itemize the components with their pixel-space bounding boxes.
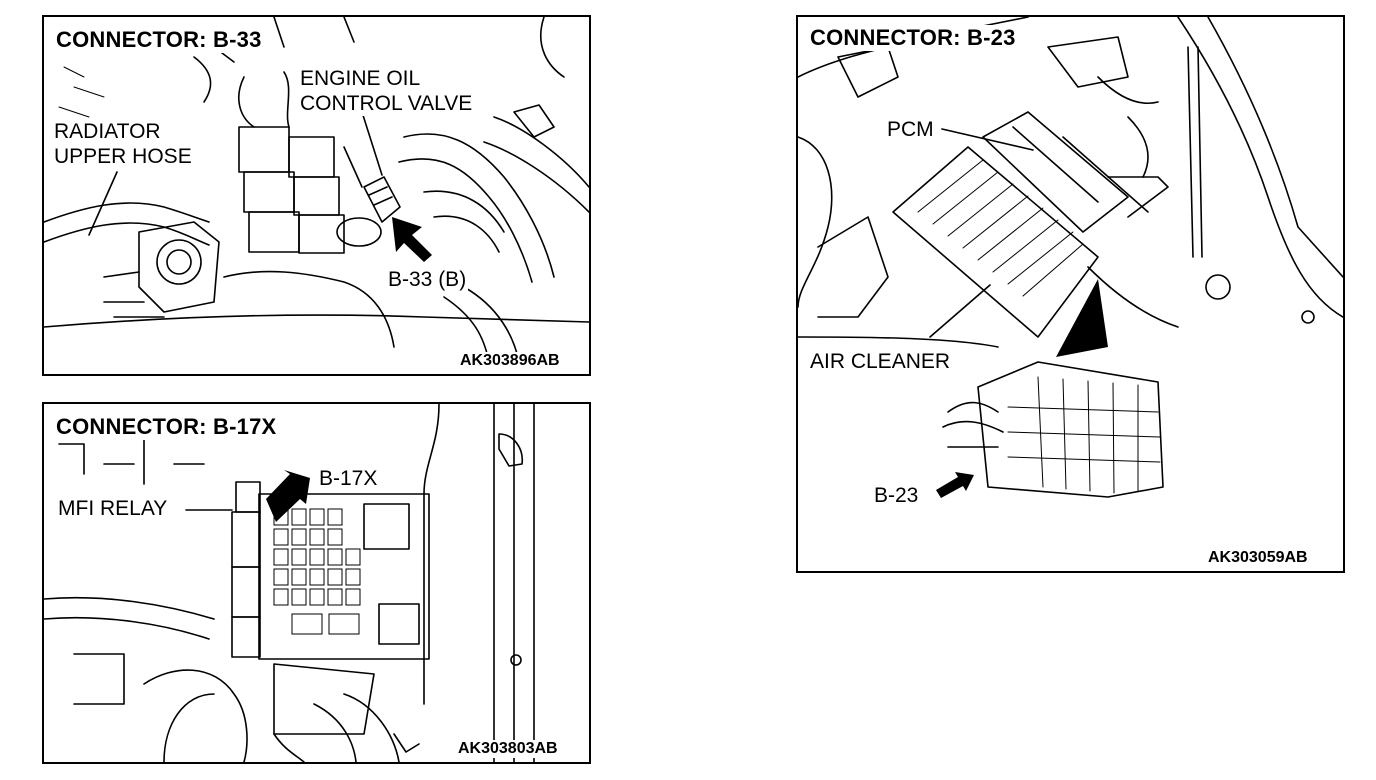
- radiator-label: RADIATOR: [52, 119, 163, 144]
- panel-title: CONNECTOR: B-33: [54, 27, 264, 53]
- mfi-relay-label: MFI RELAY: [56, 496, 170, 521]
- panel-title: CONNECTOR: B-17X: [54, 414, 279, 440]
- figure-code: AK303896AB: [458, 352, 562, 370]
- b23-connector-label: B-23: [872, 483, 921, 508]
- engine-oil-label: ENGINE OIL: [298, 66, 423, 91]
- relay-box-illustration-b17x: [44, 404, 535, 762]
- figure-code: AK303059AB: [1206, 549, 1310, 567]
- b17x-connector-label: B-17X: [317, 466, 380, 491]
- connector-b23-panel: CONNECTOR: B-23 PCM AIR CLEANER B-23 AK3…: [796, 15, 1345, 573]
- connector-b17x-panel: CONNECTOR: B-17X B-17X MFI RELAY AK30380…: [42, 402, 591, 764]
- connector-b33-panel: CONNECTOR: B-33 ENGINE OIL CONTROL VALVE…: [42, 15, 591, 376]
- b33-connector-label: B-33 (B): [386, 267, 469, 292]
- upper-hose-label: UPPER HOSE: [52, 144, 194, 169]
- panel-title: CONNECTOR: B-23: [808, 25, 1018, 51]
- figure-code: AK303803AB: [456, 740, 560, 758]
- air-cleaner-label: AIR CLEANER: [808, 349, 953, 374]
- control-valve-label: CONTROL VALVE: [298, 91, 475, 116]
- pcm-label: PCM: [885, 117, 936, 142]
